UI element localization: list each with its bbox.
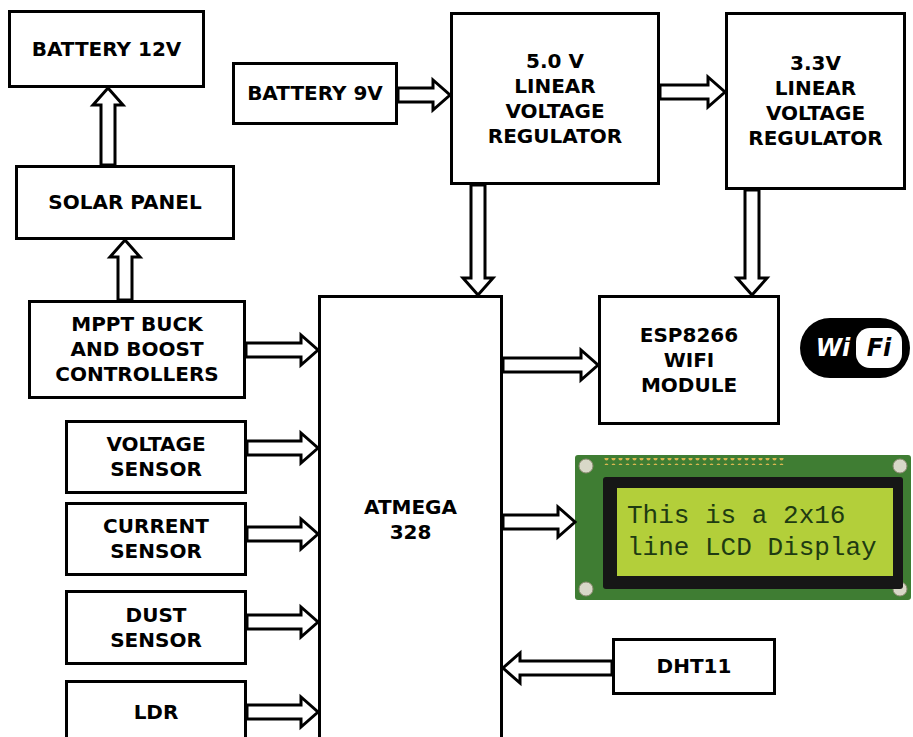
block-arrow — [463, 185, 493, 295]
microcontroller-box: ATMEGA 328 — [318, 295, 503, 737]
box-label: SOLAR PANEL — [48, 190, 201, 215]
box-label: ATMEGA 328 — [364, 495, 457, 545]
box-label: LDR — [134, 700, 179, 725]
block-arrow — [660, 77, 725, 107]
block-arrow — [503, 507, 575, 537]
box-label: ESP8266 WIFI MODULE — [640, 323, 738, 398]
block-arrow — [737, 190, 767, 295]
label-holder: Fi — [856, 331, 902, 365]
sensor-box: DHT11 — [612, 638, 776, 695]
lcd-screen — [617, 488, 893, 576]
battery-box: BATTERY 9V — [232, 62, 398, 125]
box-label: BATTERY 9V — [247, 81, 383, 106]
lcd-display: This is a 2x16 line LCD Display — [575, 455, 911, 600]
box-label: DHT11 — [657, 654, 732, 679]
mount-hole — [893, 459, 907, 473]
box-label: 5.0 V LINEAR VOLTAGE REGULATOR — [488, 49, 622, 149]
wifi-logo-inner — [856, 328, 902, 368]
lcd-module — [575, 455, 911, 600]
controller-box: MPPT BUCK AND BOOST CONTROLLERS — [28, 300, 246, 399]
solar-panel-box: SOLAR PANEL — [15, 165, 235, 240]
sensor-box: DUST SENSOR — [65, 590, 247, 665]
block-arrow — [93, 88, 123, 165]
lcd-bezel — [603, 477, 903, 589]
block-arrow — [247, 519, 318, 549]
box-label: CURRENT SENSOR — [103, 514, 209, 564]
sensor-box: LDR — [65, 680, 247, 737]
lcd-text: This is a 2x16 line LCD Display — [617, 488, 893, 576]
regulator-box: 5.0 V LINEAR VOLTAGE REGULATOR — [450, 12, 660, 185]
lcd-pcb — [575, 455, 911, 600]
header-pins — [603, 458, 785, 465]
label-holder: Wi — [810, 331, 856, 365]
sensor-box: CURRENT SENSOR — [65, 502, 247, 576]
logo-text: Fi — [867, 336, 892, 360]
box-label: VOLTAGE SENSOR — [106, 432, 205, 482]
block-arrow — [247, 697, 318, 727]
wifi-logo-body — [800, 318, 910, 378]
sensor-box: VOLTAGE SENSOR — [65, 420, 247, 494]
box-label: 3.3V LINEAR VOLTAGE REGULATOR — [748, 51, 882, 151]
block-arrow — [503, 653, 612, 683]
block-arrow — [110, 240, 140, 300]
block-arrow — [503, 350, 598, 380]
box-label: BATTERY 12V — [32, 37, 182, 62]
box-label: DUST SENSOR — [110, 603, 202, 653]
regulator-box: 3.3V LINEAR VOLTAGE REGULATOR — [725, 12, 906, 190]
logo-text: Wi — [816, 336, 851, 360]
wifi-module-box: ESP8266 WIFI MODULE — [598, 295, 780, 425]
block-arrow — [246, 335, 318, 365]
mount-hole — [579, 459, 593, 473]
block-arrow — [247, 433, 318, 463]
mount-hole — [579, 582, 593, 596]
box-label: MPPT BUCK AND BOOST CONTROLLERS — [55, 312, 218, 387]
wifi-logo — [800, 318, 910, 378]
battery-box: BATTERY 12V — [8, 10, 205, 88]
block-arrow — [398, 80, 450, 110]
block-arrow — [247, 607, 318, 637]
